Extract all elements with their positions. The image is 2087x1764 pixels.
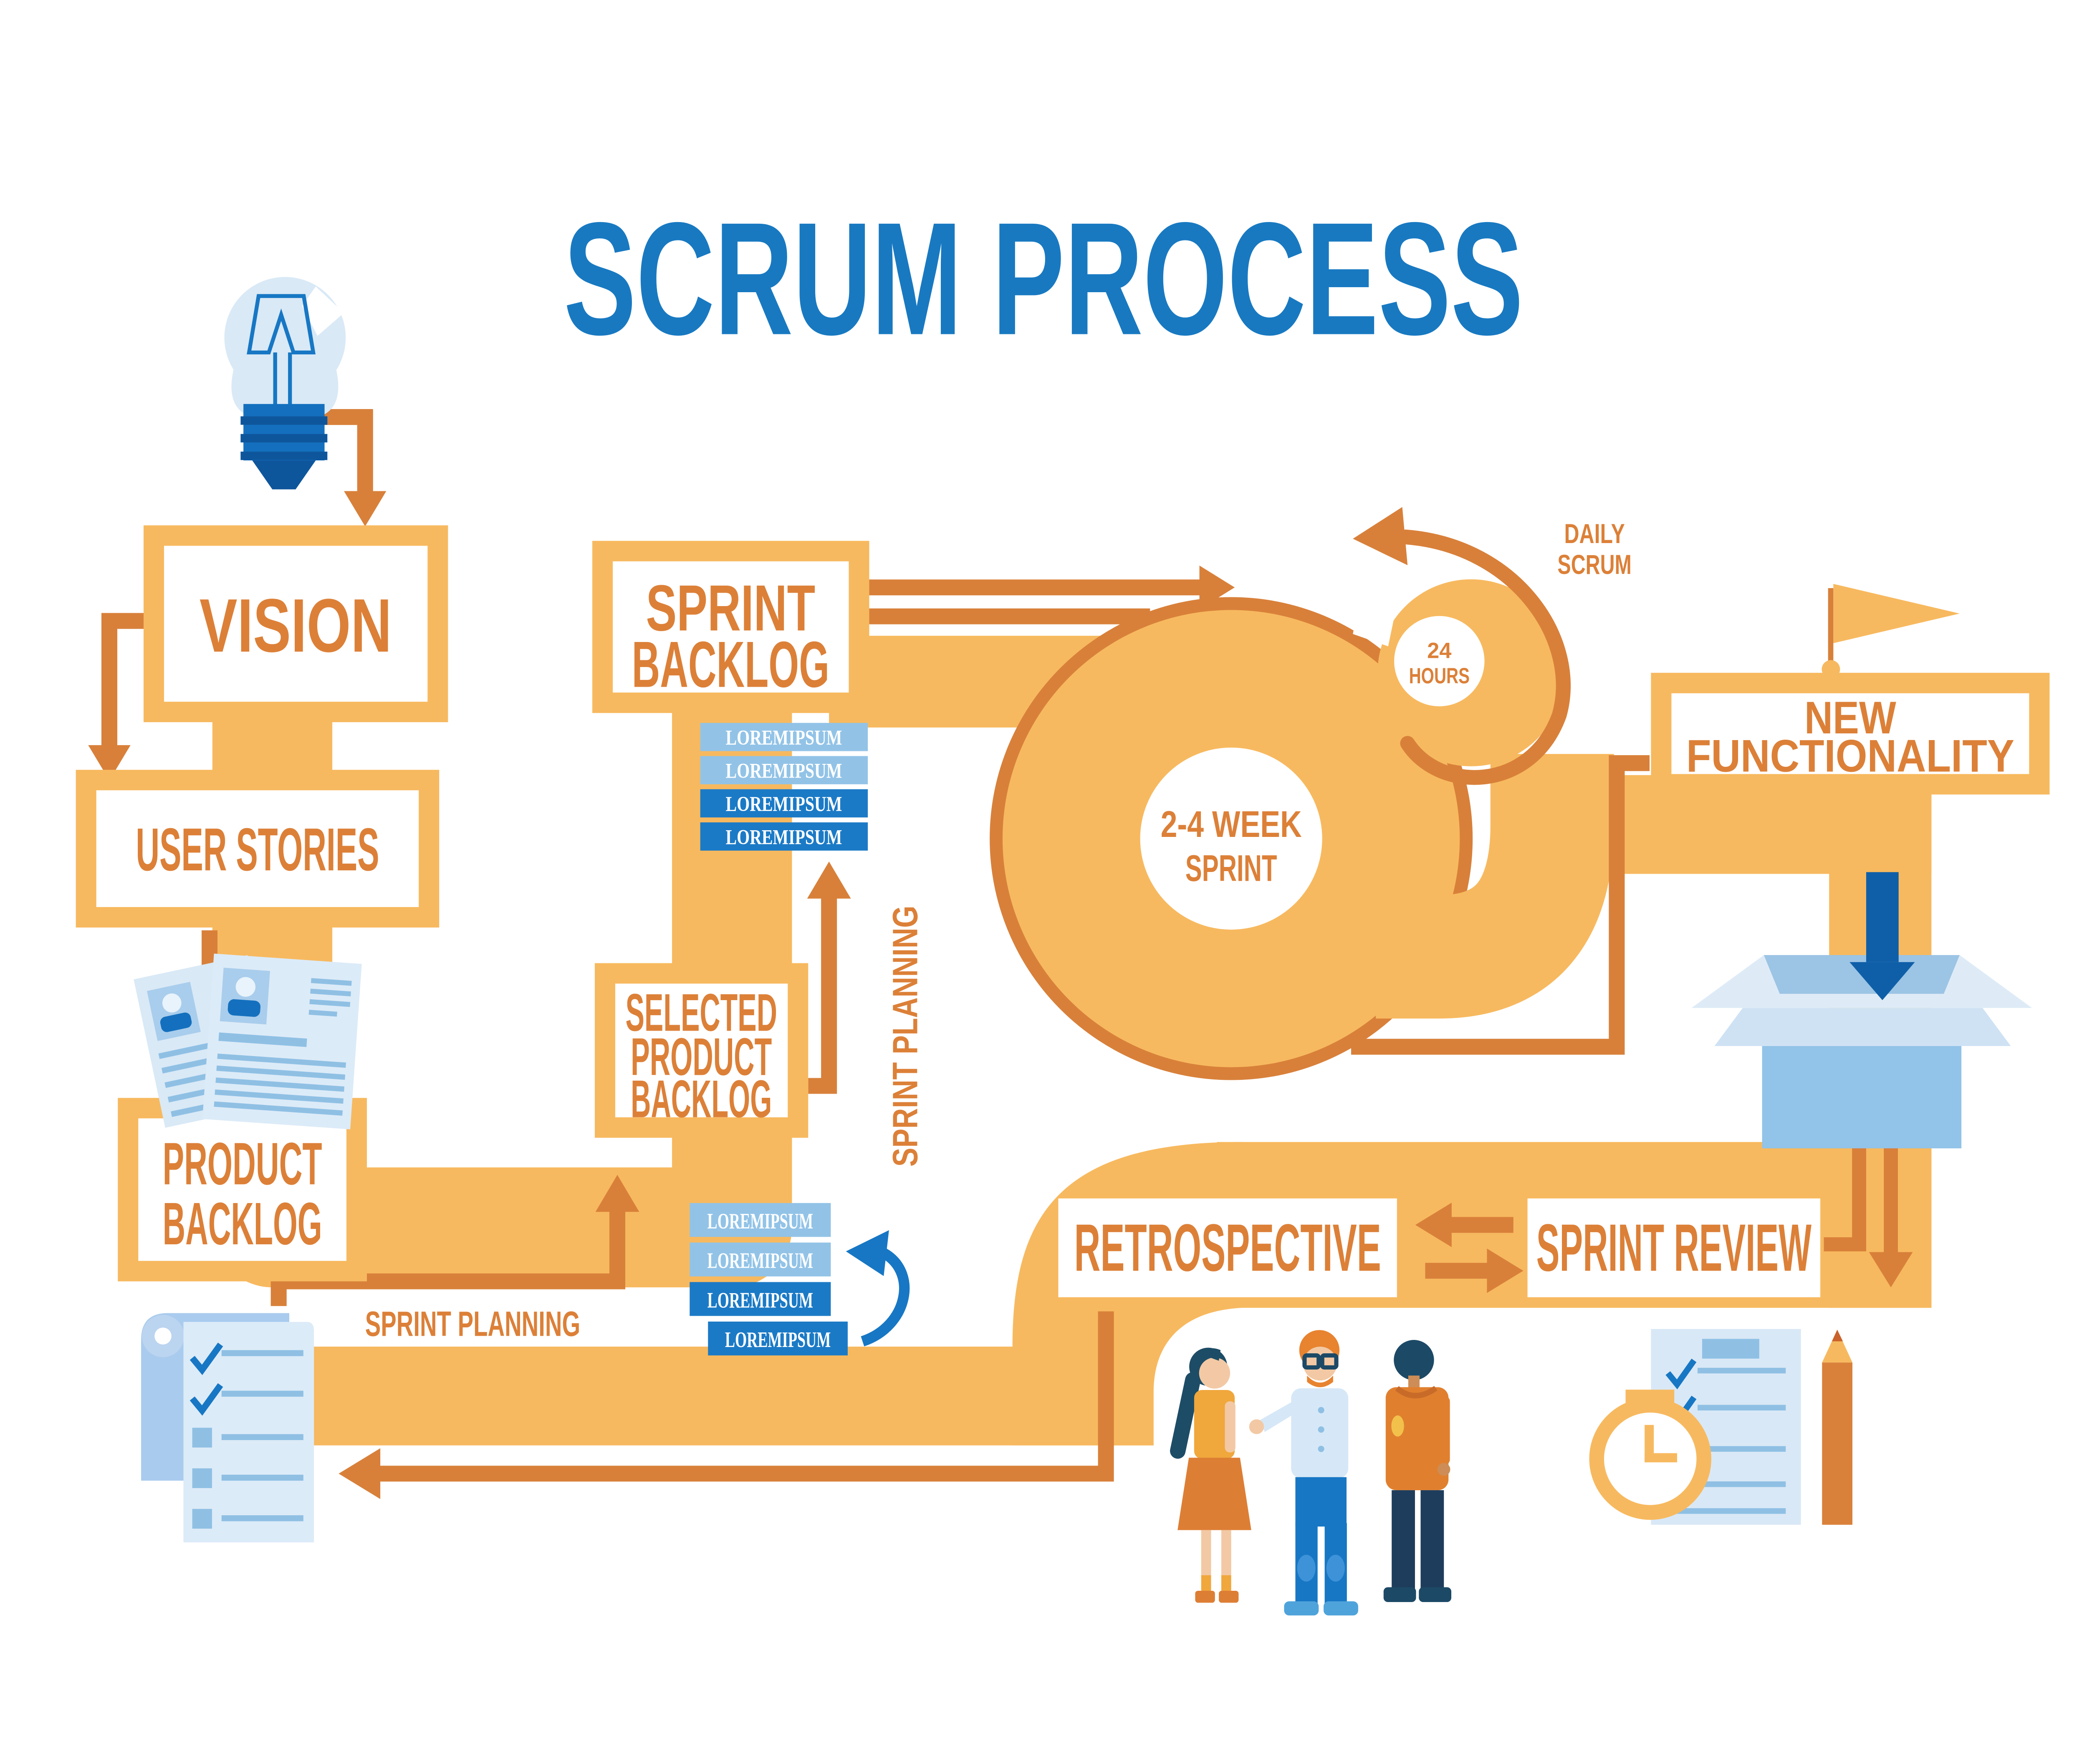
retro-to-review-arrowhead [1487, 1248, 1524, 1293]
review-to-retro-arrowhead [1415, 1203, 1452, 1247]
person-woman [1170, 1347, 1251, 1603]
sprintbacklog-arrowhead [1199, 565, 1235, 609]
selected-item-2: LOREMIPSUM [707, 1249, 814, 1273]
sprint-duration-line2: SPRINT [1185, 847, 1277, 889]
daily-loop-outline [1398, 529, 1571, 785]
daily-loop-hole [1394, 616, 1485, 707]
process-boxes: VISION USER STORIES PRODUCT BACKLOG SPRI… [76, 525, 2050, 1297]
sprint-planning-up-arrowhead [807, 861, 851, 899]
pencil-icon [1822, 1329, 1852, 1525]
backlog-item-2: LOREMIPSUM [726, 759, 842, 783]
new-functionality-box: NEW FUNCTIONALITY [1651, 672, 2050, 795]
product-backlog-label2: BACKLOG [163, 1190, 322, 1257]
bulb-highlight [302, 286, 344, 336]
selected-label1: SELECTED [625, 983, 777, 1042]
new-functionality-label1: NEW [1804, 692, 1896, 743]
sprint-planning-vertical-label: SPRINT PLANNING [885, 906, 925, 1167]
product-backlog-label1: PRODUCT [163, 1130, 322, 1197]
person-man-glasses [1249, 1330, 1358, 1616]
backlog-item-3: LOREMIPSUM [726, 792, 842, 816]
daily-loop-arrowhead [1353, 507, 1408, 566]
package-down-arrowhead [1869, 1252, 1913, 1288]
daily-scrum-label1: DAILY [1564, 518, 1625, 549]
vision-box: VISION [143, 525, 448, 723]
sprint-backlog-items-stack: LOREMIPSUM LOREMIPSUM LOREMIPSUM LOREMIP… [700, 723, 868, 851]
sprint-cycle: 2-4 WEEK SPRINT 24 HOURS DAILY SCRUM [990, 507, 1632, 1080]
person-man-back [1383, 1340, 1452, 1602]
sprint-planning-up-line [808, 884, 837, 1094]
team-discussion-illustration [1170, 1330, 1452, 1616]
selected-item-1: LOREMIPSUM [707, 1209, 814, 1233]
daily-scrum-label2: SCRUM [1557, 549, 1631, 580]
sprint-backlog-box: SPRINT BACKLOG [592, 541, 869, 713]
vision-to-stories-line [101, 613, 148, 747]
new-functionality-label2: FUNCTIONALITY [1686, 730, 2014, 781]
newfunc-feedback-line [1351, 755, 1650, 1055]
band-bottom-row [310, 1347, 1154, 1446]
deliver-arrow-shaft [1866, 872, 1899, 962]
selected-item-3: LOREMIPSUM [707, 1288, 814, 1312]
sprint-planning-bottom-arrowhead [595, 1175, 639, 1212]
vision-to-stories-arrowhead [88, 745, 131, 781]
package-box-icon [1691, 872, 2032, 1149]
backlog-item-1: LOREMIPSUM [726, 726, 842, 749]
sprint-duration-line1: 2-4 WEEK [1161, 804, 1302, 845]
bulb-to-vision-arrowhead [344, 491, 387, 527]
sprint-backlog-label1: SPRINT [646, 571, 815, 644]
sprint-planning-bottom-line [270, 1195, 626, 1306]
retrospective-box: RETROSPECTIVE [1058, 1198, 1397, 1297]
retrospective-label: RETROSPECTIVE [1074, 1211, 1381, 1285]
band-left-chain [212, 577, 792, 1288]
product-backlog-box: PRODUCT BACKLOG [118, 1098, 367, 1281]
return-to-backlog-arrowhead [339, 1448, 381, 1499]
hours-24-line2: HOURS [1409, 664, 1470, 688]
page-title: SCRUM PROCESS [564, 189, 1524, 368]
selected-item-4: LOREMIPSUM [725, 1328, 831, 1352]
sprint-review-box: SPRINT REVIEW [1527, 1198, 1821, 1297]
sprint-planning-horizontal-label: SPRINT PLANNING [365, 1304, 581, 1344]
hours-24-line1: 24 [1427, 639, 1451, 663]
scroll-checklist-icon [141, 1313, 314, 1543]
lightbulb-icon [224, 277, 346, 490]
deliver-arrow-head [1849, 962, 1915, 1001]
selected-label2: PRODUCT [631, 1027, 772, 1086]
vision-label: VISION [200, 583, 392, 668]
return-to-backlog-line [377, 1311, 1114, 1482]
backlog-item-4: LOREMIPSUM [726, 826, 842, 849]
band-circle-to-newfunc [1376, 754, 1614, 1019]
daily-scrum-loop [1353, 507, 1571, 785]
bulb-to-vision-line [314, 409, 373, 493]
sprint-review-label: SPRINT REVIEW [1536, 1211, 1812, 1285]
flag-icon [1822, 584, 1960, 679]
user-stories-box: USER STORIES [76, 770, 440, 928]
connector-arrows [88, 409, 1913, 1499]
clock-icon [1589, 1390, 1711, 1520]
iterate-arc [861, 1247, 910, 1347]
selected-items-stack: LOREMIPSUM LOREMIPSUM LOREMIPSUM LOREMIP… [690, 1203, 910, 1356]
package-to-review-line [1824, 1131, 1866, 1251]
selected-label3: BACKLOG [631, 1069, 772, 1129]
selected-product-backlog-box: SELECTED PRODUCT BACKLOG [594, 963, 809, 1138]
review-checklist-icon [1589, 1329, 1852, 1525]
iterate-arc-arrowhead [846, 1230, 889, 1276]
sprint-ring-outline [990, 597, 1473, 1080]
user-stories-label: USER STORIES [136, 815, 379, 883]
user-story-cards-icon [134, 953, 362, 1130]
sprint-circle-center [1140, 747, 1322, 930]
sprint-backlog-label2: BACKLOG [632, 628, 829, 701]
